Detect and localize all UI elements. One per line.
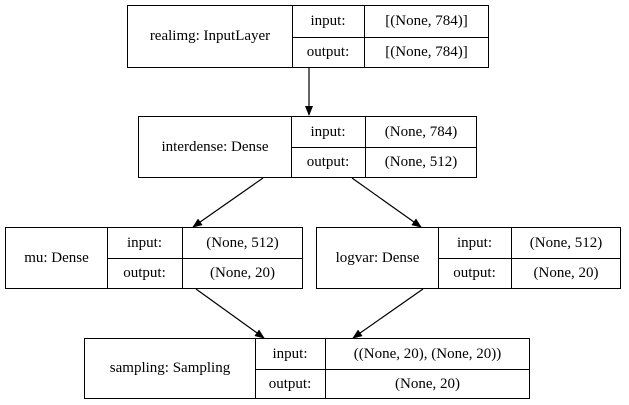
input-shape: (None, 512) bbox=[529, 234, 603, 251]
output-label: output: bbox=[268, 375, 312, 392]
output-shape: [(None, 784)] bbox=[385, 44, 468, 60]
output-shape: (None, 20) bbox=[395, 375, 460, 392]
row-divider bbox=[255, 369, 529, 370]
layer-name: mu: Dense bbox=[6, 228, 108, 288]
layer-node-interdense: interdense: Dense input: output: (None, … bbox=[138, 116, 477, 178]
layer-name: logvar: Dense bbox=[317, 228, 439, 288]
input-shape: ((None, 20), (None, 20)) bbox=[353, 345, 502, 362]
edge-interdense-to-mu bbox=[192, 177, 264, 228]
layer-node-sampling: sampling: Sampling input: output: ((None… bbox=[84, 338, 530, 399]
row-divider bbox=[107, 258, 302, 259]
output-shape: (None, 20) bbox=[210, 265, 275, 281]
output-shape: (None, 20) bbox=[533, 265, 599, 281]
layer-name: sampling: Sampling bbox=[85, 339, 256, 398]
output-label: output: bbox=[306, 154, 350, 170]
input-label: input: bbox=[126, 234, 162, 251]
input-shape: [(None, 784)] bbox=[385, 13, 468, 29]
layer-node-logvar: logvar: Dense input: output: (None, 512)… bbox=[316, 227, 621, 289]
input-shape: (None, 512) bbox=[206, 234, 279, 251]
row-divider bbox=[438, 258, 620, 259]
input-label: input: bbox=[272, 345, 308, 362]
layer-node-realimg: realimg: InputLayer input: output: [(Non… bbox=[127, 5, 489, 68]
output-shape: (None, 512) bbox=[384, 154, 458, 170]
edge-logvar-to-sampling bbox=[352, 288, 424, 339]
input-shape: (None, 784) bbox=[384, 123, 458, 140]
input-label: input: bbox=[310, 123, 346, 140]
edge-interdense-to-logvar bbox=[351, 177, 422, 228]
input-label: input: bbox=[310, 13, 346, 29]
row-divider bbox=[291, 147, 476, 148]
output-label: output: bbox=[123, 265, 166, 281]
output-label: output: bbox=[306, 44, 350, 60]
layer-name: interdense: Dense bbox=[139, 117, 292, 177]
edge-mu-to-sampling bbox=[195, 288, 265, 339]
output-label: output: bbox=[453, 265, 496, 281]
layer-name: realimg: InputLayer bbox=[128, 6, 293, 67]
col-divider bbox=[325, 339, 326, 398]
row-divider bbox=[292, 37, 488, 38]
col-divider bbox=[364, 6, 365, 67]
layer-node-mu: mu: Dense input: output: (None, 512) (No… bbox=[5, 227, 303, 289]
input-label: input: bbox=[456, 234, 492, 251]
